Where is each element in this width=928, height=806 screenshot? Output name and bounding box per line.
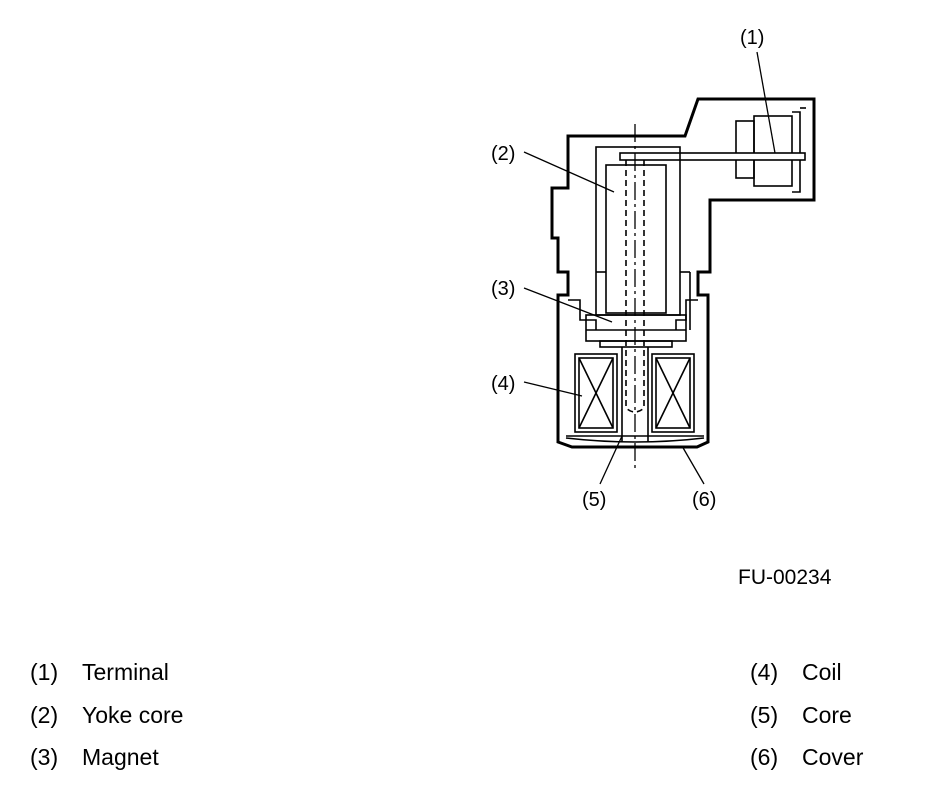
callout-5: (5) — [582, 489, 606, 511]
legend-label: Magnet — [82, 744, 159, 770]
legend-label: Cover — [802, 744, 864, 770]
legend-label: Yoke core — [82, 702, 184, 728]
callout-3: (3) — [491, 278, 515, 300]
callout-4: (4) — [491, 373, 515, 395]
callout-1: (1) — [740, 27, 764, 49]
callout-labels: (1) (2) (3) (4) (5) (6) — [491, 27, 764, 511]
yoke-core — [595, 146, 691, 330]
legend-number: (6) — [750, 744, 779, 770]
legend-item: (6) Cover — [750, 744, 863, 770]
legend-number: (3) — [30, 744, 59, 770]
legend-label: Terminal — [82, 659, 169, 685]
legend-item: (1) Terminal — [30, 659, 169, 685]
terminal-connector — [735, 107, 806, 193]
terminal-rod — [619, 152, 806, 161]
callout-2: (2) — [491, 143, 515, 165]
legend-number: (1) — [30, 659, 59, 685]
callout-6: (6) — [692, 489, 716, 511]
legend-item: (4) Coil — [750, 659, 842, 685]
legend-item: (5) Core — [750, 702, 852, 728]
cover — [565, 437, 705, 443]
housing-outline — [550, 97, 816, 449]
legend-number: (4) — [750, 659, 779, 685]
legend-item: (3) Magnet — [30, 744, 159, 770]
legend-label: Coil — [802, 659, 842, 685]
coil — [574, 353, 695, 433]
figure-code: FU-00234 — [738, 566, 832, 589]
legend-item: (2) Yoke core — [30, 702, 183, 728]
legend-label: Core — [802, 702, 852, 728]
legend-number: (2) — [30, 702, 59, 728]
leader-lines — [523, 51, 776, 485]
legend-number: (5) — [750, 702, 779, 728]
magnet — [585, 314, 687, 348]
